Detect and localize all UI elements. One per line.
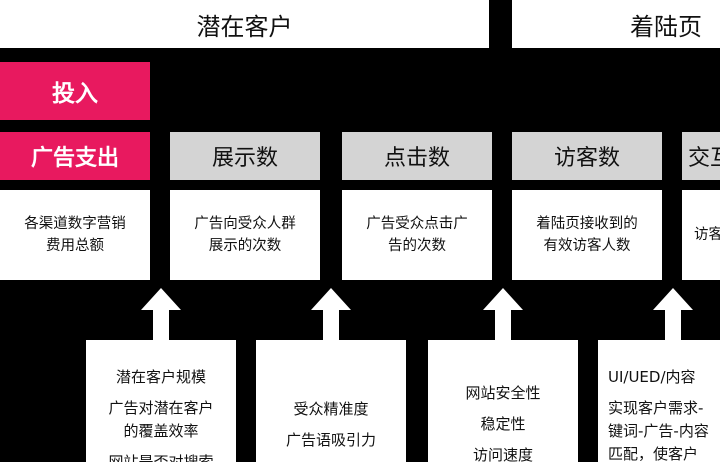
- desc-line: 告的次数: [388, 238, 446, 254]
- desc-impressions: 广告向受众人群 展示的次数: [170, 190, 320, 280]
- factor-line: UI/UED/内容: [608, 368, 696, 386]
- factor-line: 实现客户需求-: [608, 399, 704, 417]
- factor-line: 访问速度: [472, 446, 533, 462]
- factors-visitors: 网站安全性 稳定性 访问速度: [428, 340, 578, 462]
- desc-line: 访客: [694, 227, 720, 243]
- factor-line: 潜在客户规模: [115, 368, 206, 386]
- desc-line: 各渠道数字营销: [24, 216, 126, 232]
- desc-visitors: 着陆页接收到的 有效访客人数: [512, 190, 662, 280]
- desc-ad-spend: 各渠道数字营销 费用总额: [0, 190, 150, 280]
- desc-line: 广告受众点击广: [366, 216, 468, 232]
- desc-line: 广告向受众人群: [194, 216, 296, 232]
- factor-line: 网站是否对搜索: [108, 453, 214, 462]
- metric-visitors: 访客数: [512, 132, 662, 180]
- factor-line: 稳定性: [480, 415, 526, 433]
- up-arrow-icon: [653, 288, 693, 346]
- metric-impressions: 展示数: [170, 132, 320, 180]
- desc-clicks: 广告受众点击广 告的次数: [342, 190, 492, 280]
- factor-line: 受众精准度: [293, 400, 369, 418]
- factors-clicks: 受众精准度 广告语吸引力: [256, 340, 406, 462]
- factor-line: 匹配，使客户: [608, 445, 699, 462]
- metric-interaction: 交互: [682, 132, 720, 180]
- stage-header-leads: 潜在客户: [0, 0, 489, 48]
- factor-line: 的覆盖效率: [123, 422, 199, 440]
- metric-ad-spend: 广告支出: [0, 132, 150, 180]
- factor-line: 网站安全性: [465, 384, 541, 402]
- input-tag: 投入: [0, 62, 150, 120]
- desc-line: 费用总额: [46, 238, 104, 254]
- factors-interaction: UI/UED/内容 实现客户需求- 键词-广告-内容 匹配，使客户: [598, 340, 720, 462]
- factors-impressions: 潜在客户规模 广告对潜在客户 的覆盖效率 网站是否对搜索: [86, 340, 236, 462]
- up-arrow-icon: [483, 288, 523, 346]
- desc-line: 展示的次数: [208, 238, 282, 254]
- factor-line: 广告语吸引力: [285, 431, 376, 449]
- factor-line: 键词-广告-内容: [608, 422, 709, 440]
- desc-line: 着陆页接收到的: [536, 216, 638, 232]
- desc-line: 有效访客人数: [543, 238, 631, 254]
- desc-interaction: 访客: [682, 190, 720, 280]
- metric-clicks: 点击数: [342, 132, 492, 180]
- stage-header-landing-page: 着陆页: [512, 0, 720, 48]
- factor-line: 广告对潜在客户: [108, 399, 214, 417]
- up-arrow-icon: [141, 288, 181, 346]
- up-arrow-icon: [311, 288, 351, 346]
